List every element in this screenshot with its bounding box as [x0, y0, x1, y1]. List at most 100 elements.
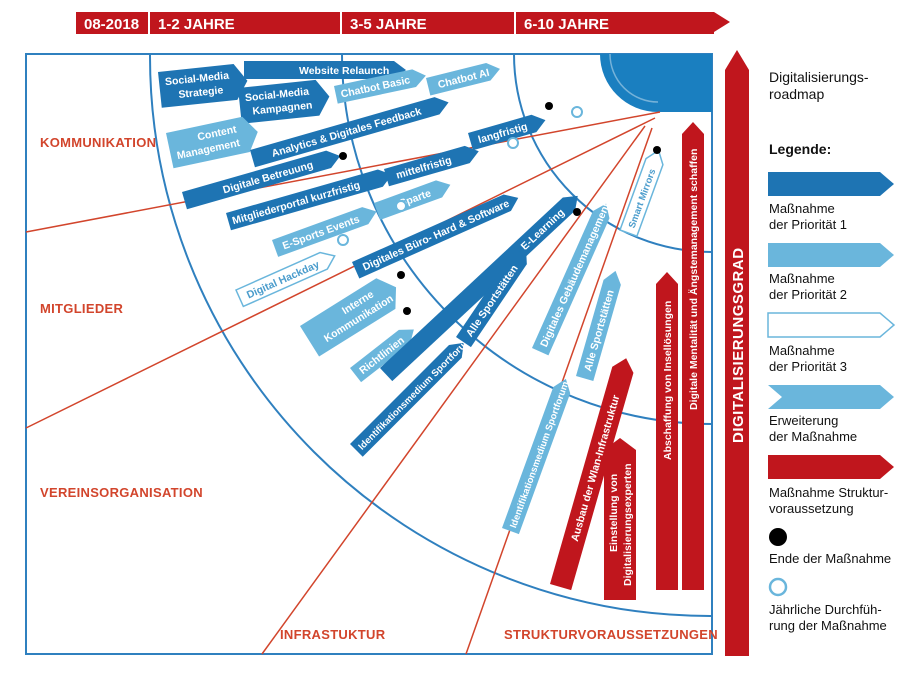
axis-arrow-head: [725, 50, 749, 70]
arrow-shape: [182, 150, 341, 210]
legend-label-structure-b: voraussetzung: [769, 501, 854, 516]
arrow-label: Digital Hackday: [245, 259, 321, 302]
measure-mentalitaet: Digitale Mentalität und Ängstemanagement…: [682, 122, 704, 590]
measure-smart-mirrors: Smart Mirrors: [619, 149, 664, 238]
arrow-shape: [682, 122, 704, 590]
measure-insel: Abschaffung von Insellösungen: [656, 272, 678, 590]
section-label-strukturvoraussetzungen: STRUKTURVORAUSSETZUNGEN: [504, 627, 718, 642]
legend-label-extension-a: Erweiterung: [769, 413, 838, 428]
arrow-shape: [238, 79, 330, 124]
timeline-segment-long: [516, 12, 714, 34]
arrow-shape: [166, 116, 258, 169]
arrow-shape: [550, 358, 634, 591]
axis-label: DIGITALISIERUNGSGRAD: [730, 247, 747, 443]
arrow-shape: [272, 207, 377, 257]
measure-social-media-kampagnen: Social-Media Kampagnen: [238, 79, 330, 124]
annual-circle-sparte: [395, 200, 407, 212]
timeline-label-long: 6-10 JAHRE: [524, 16, 609, 33]
legend-label-priority-1-b: der Priorität 1: [769, 217, 847, 232]
arrow-label-2: Strategie: [178, 84, 224, 101]
axis-arrow-shaft: [725, 70, 749, 656]
arc-1-2-jahre: [148, 53, 713, 618]
arrow-shape: [250, 97, 449, 168]
legend-title-1: Digitalisierungs-: [769, 69, 869, 85]
measure-social-media-strategie: Social-Media Strategie: [158, 64, 248, 108]
measure-content-management: Content Management: [166, 116, 258, 169]
end-dot-sportstaetten: [573, 208, 581, 216]
end-dot-betreuung: [339, 152, 347, 160]
arrow-shape: [468, 114, 546, 151]
arrow-shape: [300, 278, 397, 357]
legend-swatch-structure: [768, 455, 894, 479]
end-dot-analytics: [545, 102, 553, 110]
end-dot-interne-kommunikation: [397, 271, 405, 279]
arrow-shape: [456, 249, 527, 348]
annual-circle-esports: [337, 234, 349, 246]
annual-circle-portal: [507, 137, 519, 149]
arrow-shape: [619, 149, 664, 238]
ray-mitglieder: [25, 117, 656, 429]
legend-label-priority-2-b: der Priorität 2: [769, 287, 847, 302]
legend-swatch-priority-2: [768, 243, 894, 267]
legend-swatch-extension: [768, 385, 894, 409]
kommunikation-measures: Website Relaunch Social-Media Strategie …: [158, 61, 583, 210]
arrow-shape: [235, 251, 336, 308]
timeline-bar: 08-2018 1-2 JAHRE 3-5 JAHRE 6-10 JAHRE: [76, 12, 730, 34]
measure-digital-hackday: Digital Hackday: [235, 251, 336, 308]
arrow-shape: [350, 342, 464, 457]
section-label-mitglieder: MITGLIEDER: [40, 301, 123, 316]
legend-label-end-dot: Ende der Maßnahme: [769, 551, 891, 566]
legend-label-annual-b: rung der Maßnahme: [769, 618, 887, 633]
arrow-shape: [226, 169, 392, 231]
ray-kommunikation: [25, 111, 661, 233]
annual-circle-analytics: [571, 106, 583, 118]
timeline-segment-mid: [342, 12, 514, 34]
measure-identifikationsmedium-2: Identifikationsmedium Sportforum: [502, 378, 571, 535]
legend-title-2: roadmap: [769, 86, 824, 102]
timeline-segment-now: [76, 12, 148, 34]
end-dot-smart-mirrors: [653, 146, 661, 154]
digitalization-axis-arrow: DIGITALISIERUNGSGRAD: [725, 50, 749, 656]
arrow-label: Identifikationsmedium Sportforum: [508, 380, 571, 530]
digitalization-sun: [600, 54, 712, 112]
arrow-shape: [384, 145, 479, 187]
arrow-shape: [532, 203, 610, 356]
legend-label-annual-a: Jährliche Durchfüh-: [769, 602, 882, 617]
arrow-shape: [502, 378, 571, 535]
timeline-arrow-head: [714, 12, 730, 32]
legend-label-extension-b: der Maßnahme: [769, 429, 857, 444]
timeline-segment-short: [150, 12, 340, 34]
arrow-label-1: Einstellung von: [608, 474, 620, 552]
legend-heading: Legende:: [769, 141, 831, 157]
measure-chatbot-ai: Chatbot AI: [426, 63, 500, 96]
arrow-shape: [158, 64, 248, 108]
timeline-label-short: 1-2 JAHRE: [158, 16, 235, 33]
legend-swatch-end-dot: [769, 528, 787, 546]
diagram-frame: [25, 53, 713, 655]
legend-label-priority-3-a: Maßnahme: [769, 343, 835, 358]
arrow-shape: [352, 194, 519, 279]
sun-highlight: [609, 53, 659, 103]
arrow-shape: [374, 180, 451, 220]
arrow-shape: [576, 270, 621, 381]
timeline-label-now: 08-2018: [84, 16, 139, 33]
arrow-label: Digitale Mentalität und Ängstemanagement…: [687, 149, 700, 410]
arrow-shape: [350, 329, 414, 383]
arc-6-10-jahre: [513, 53, 713, 253]
legend-swatch-annual-circle: [768, 577, 788, 597]
arrow-label: Abschaffung von Insellösungen: [662, 301, 674, 460]
arrow-shape: [334, 69, 426, 104]
measure-mitgliederportal-mittelfristig: mittelfristig: [384, 145, 479, 187]
arrow-shape: [604, 438, 636, 600]
measure-esports-sparte: Sparte: [374, 180, 451, 220]
section-label-vereinsorganisation: VEREINSORGANISATION: [40, 485, 203, 500]
measure-experten: Einstellung von Digitalisierungsexperten: [604, 438, 636, 600]
arrow-shape: [656, 272, 678, 590]
arrow-shape: [426, 63, 500, 96]
arrow-shape: [380, 195, 578, 382]
legend-label-structure-a: Maßnahme Struktur-: [769, 485, 888, 500]
arrow-shape: [244, 61, 406, 79]
struktur-measures: Ausbau der Wlan-Infrastruktur Einstellun…: [550, 122, 704, 600]
legend-swatch-priority-3: [767, 312, 896, 338]
